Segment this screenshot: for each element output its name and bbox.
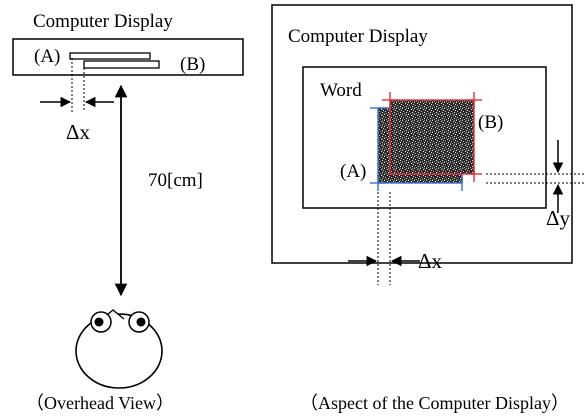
- left-display-frame: [12, 38, 244, 76]
- right-caption: （Aspect of the Computer Display）: [300, 393, 569, 413]
- right-delta-y: Δy: [546, 206, 571, 230]
- display-aspect-view: Computer Display Word (B) (A) Δy Δx （Asp…: [271, 4, 584, 413]
- observer-icon: [75, 309, 163, 389]
- left-caption: （Overhead View）: [26, 393, 174, 413]
- right-display-title: Computer Display: [288, 26, 428, 47]
- right-delta-x: Δx: [418, 249, 443, 273]
- patch-b: [389, 99, 475, 175]
- left-screen-b: [83, 60, 160, 69]
- distance-label: 70[cm]: [148, 170, 203, 191]
- left-display-title: Computer Display: [33, 11, 173, 32]
- right-label-b: (B): [478, 112, 503, 133]
- overhead-view: Computer Display (A) (B) Δx 70[cm] （Over…: [12, 11, 244, 413]
- word-window: [302, 66, 547, 209]
- left-delta-x: Δx: [66, 120, 91, 144]
- right-label-a: (A): [340, 161, 366, 182]
- left-label-a: (A): [34, 46, 60, 67]
- right-display-frame: [271, 4, 573, 264]
- word-label: Word: [320, 80, 362, 101]
- left-label-b: (B): [180, 54, 205, 75]
- left-screen-a: [69, 52, 151, 60]
